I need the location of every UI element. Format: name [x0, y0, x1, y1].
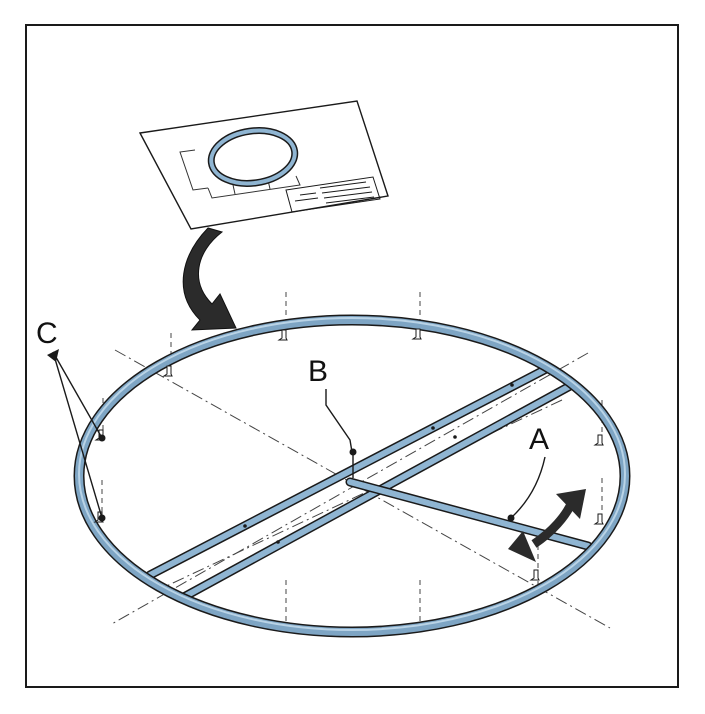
ring-frame	[73, 314, 631, 638]
callout-label-a: A	[529, 423, 549, 456]
callout-label-c: C	[36, 317, 58, 350]
blueprint-sheet-icon	[138, 100, 389, 230]
callout-label-b: B	[308, 355, 328, 388]
curved-arrow-icon	[182, 227, 237, 331]
callout-leaders	[47, 349, 546, 522]
double-headed-arrow-icon	[508, 489, 586, 562]
